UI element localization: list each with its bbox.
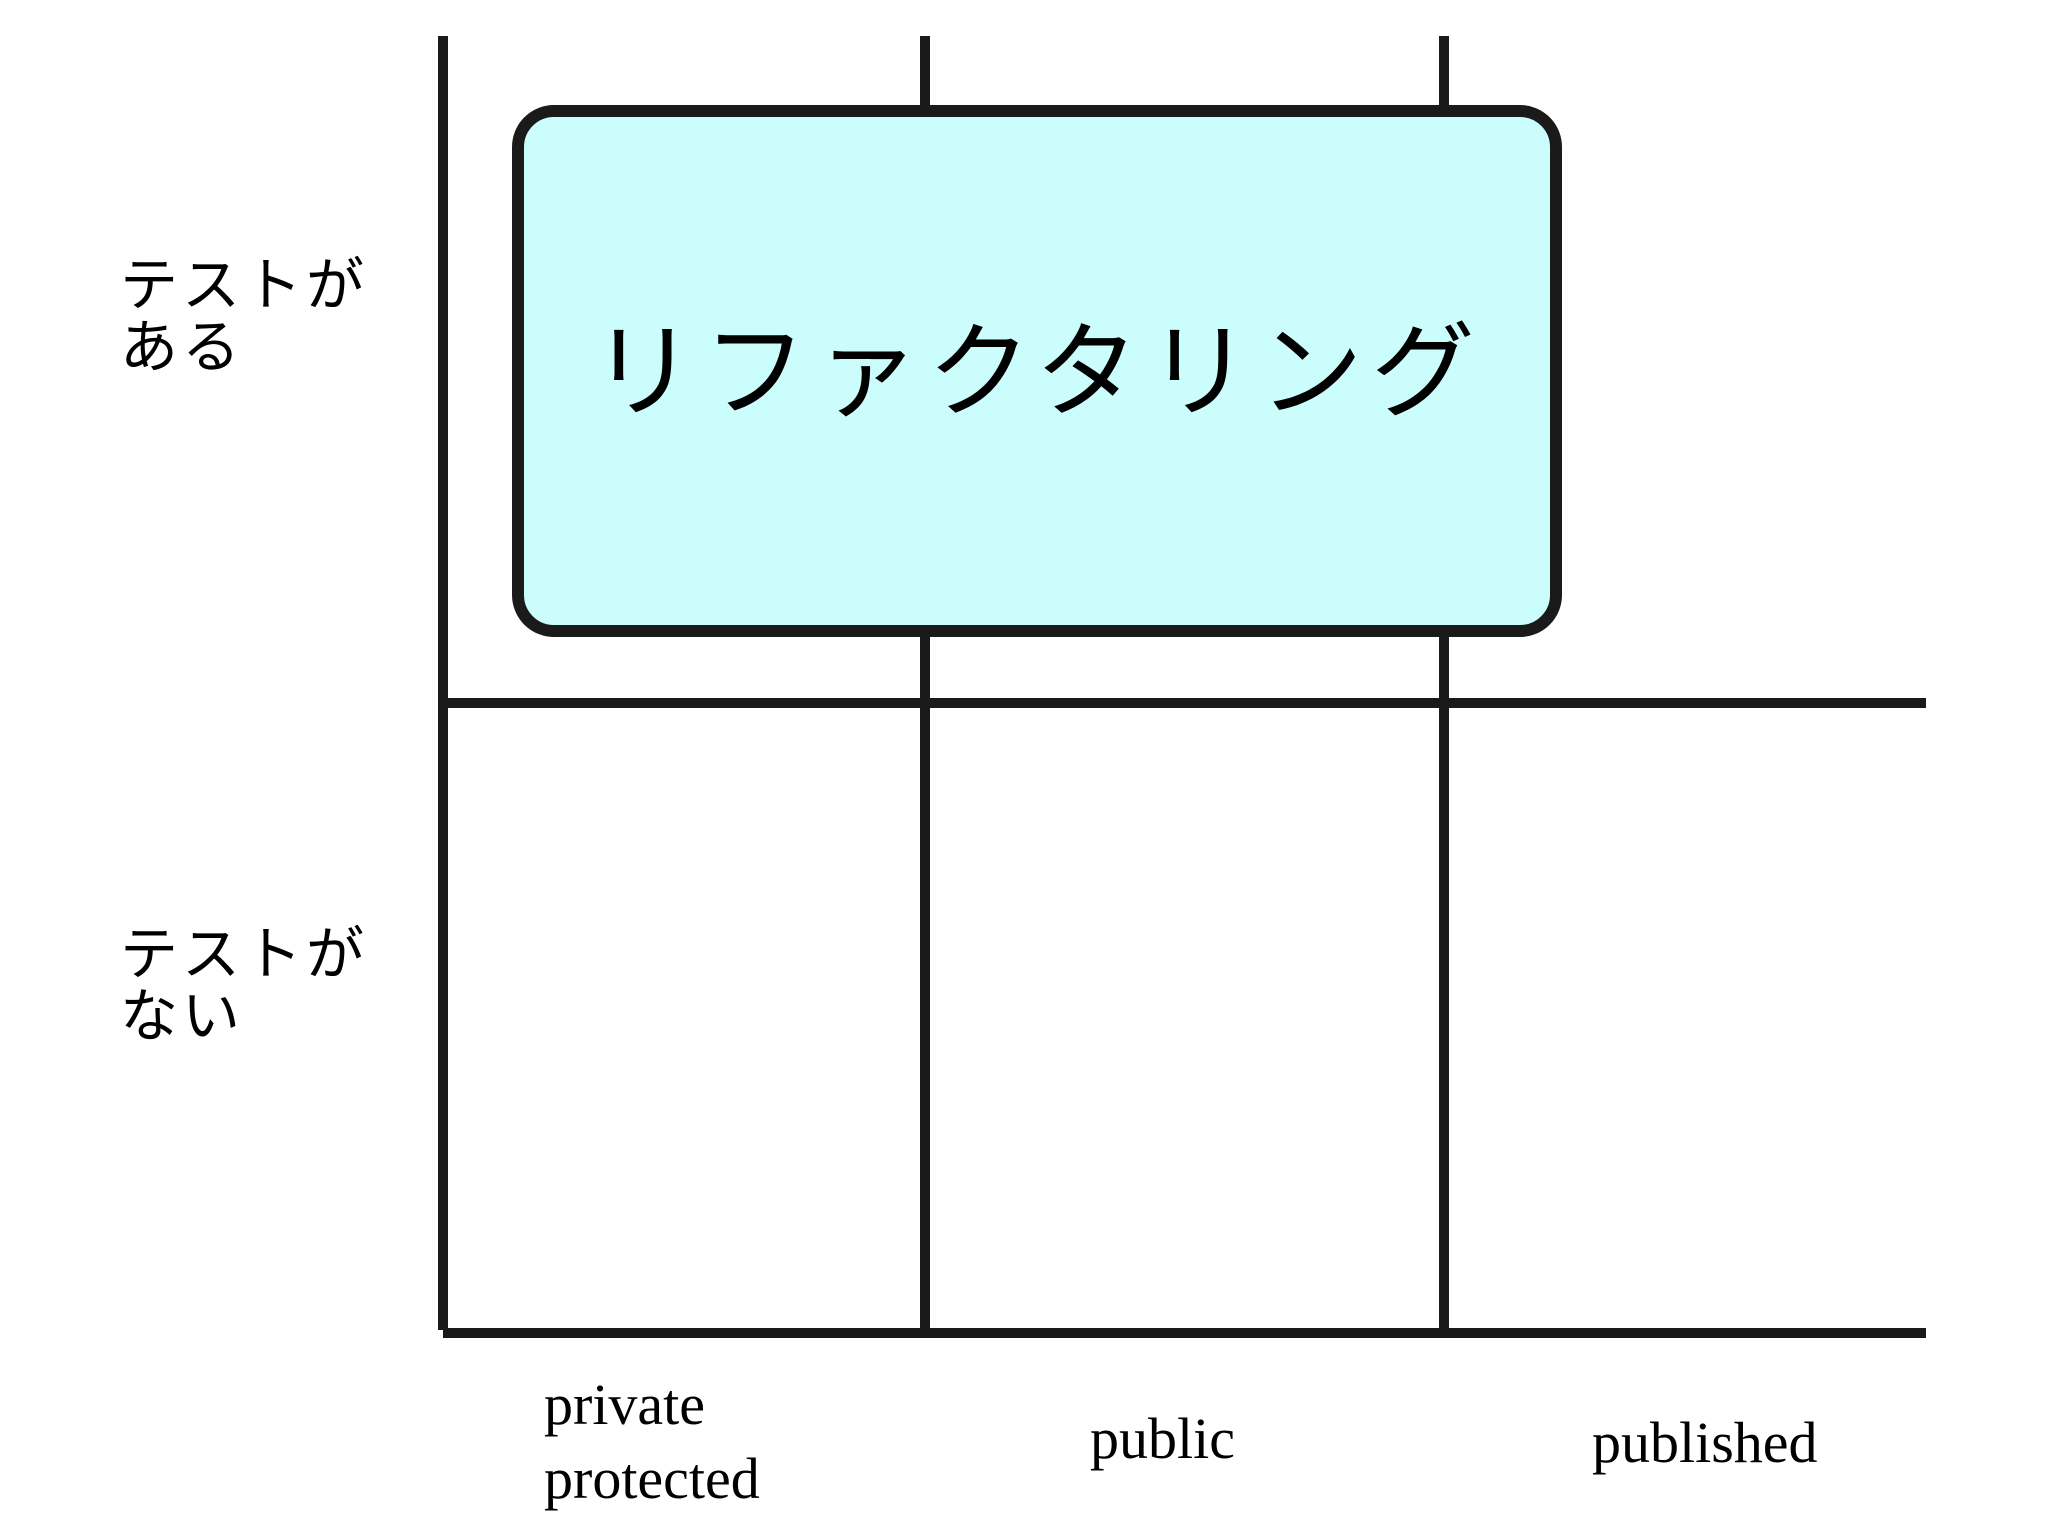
refactoring-box: リファクタリング [512, 105, 1562, 637]
column-label-public: public [1090, 1402, 1235, 1476]
row-label-without-tests-line1: テストが [120, 920, 369, 988]
row-label-with-tests-line1: テストが [120, 251, 369, 319]
refactoring-label: リファクタリング [591, 311, 1483, 433]
row-label-with-tests: テストが ある [120, 254, 368, 378]
column-label-private-protected: private protected [544, 1368, 760, 1516]
row-label-with-tests-line2: ある [120, 313, 245, 381]
refactoring-box-shape [512, 105, 1562, 637]
column-label-protected: protected [544, 1446, 760, 1511]
column-label-published: published [1592, 1406, 1818, 1480]
column-label-private: private [544, 1372, 706, 1437]
row-label-without-tests-line2: ない [120, 982, 245, 1050]
row-label-without-tests: テストが ない [120, 923, 368, 1047]
column-label-public-text: public [1090, 1406, 1235, 1471]
column-label-published-text: published [1592, 1410, 1818, 1475]
